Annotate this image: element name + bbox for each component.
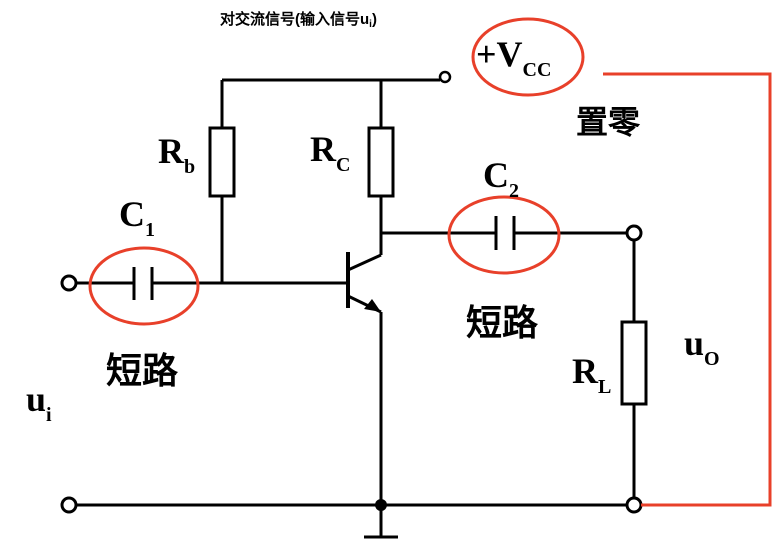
c1-highlight [88,246,200,326]
rl-resistor [620,320,648,406]
rc-label: RC [310,129,351,176]
supply-zero-note: 置零 [576,104,641,140]
vcc-label: +VCC [476,34,552,81]
c2-highlight [447,195,561,275]
vcc-terminal [438,70,452,84]
rl-label: RL [572,351,612,398]
input-voltage-label: ui [26,379,52,426]
vcc-short-wire [603,72,772,507]
emitter-arrow [364,299,381,312]
vcc-highlight [471,17,585,97]
c2-short-note: 短路 [466,302,539,343]
c1-short-note: 短路 [106,350,179,391]
transistor-collector [347,253,382,272]
input-terminal-top [60,274,78,292]
rb-resistor [208,126,236,198]
c2-label: C2 [483,155,519,202]
rb-label: Rb [158,131,196,178]
diagram-title: 对交流信号(输入信号ui) [220,11,377,30]
output-terminal-bottom [625,496,643,514]
output-terminal-top [625,224,643,242]
output-voltage-label: uO [684,323,720,370]
rc-resistor [367,126,395,198]
c1-label: C1 [119,194,155,241]
input-terminal-bottom [60,496,78,514]
ground-junction-dot [375,499,387,511]
